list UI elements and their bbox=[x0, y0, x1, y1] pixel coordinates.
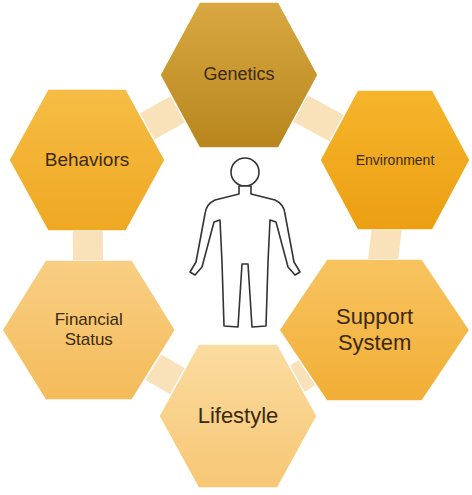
connector-band bbox=[295, 105, 342, 131]
node-label: Financial Status bbox=[41, 310, 137, 351]
node-label: Environment bbox=[356, 152, 435, 169]
hexagon-outline bbox=[279, 259, 470, 401]
hexagon-node: Lifestyle bbox=[159, 344, 317, 488]
hexagon-outline bbox=[2, 260, 176, 400]
hexagon-outline bbox=[9, 89, 165, 231]
hexagon-node: Genetics bbox=[160, 2, 318, 148]
node-label: Behaviors bbox=[45, 149, 130, 172]
hexagon-outline bbox=[159, 344, 317, 488]
figure-head bbox=[231, 158, 259, 186]
hexagon-node: Financial Status bbox=[2, 260, 176, 400]
hexagon-node: Environment bbox=[320, 90, 470, 230]
node-label: Genetics bbox=[203, 64, 274, 86]
connector-band bbox=[141, 106, 183, 130]
hexagon-outline bbox=[320, 90, 470, 230]
hexagon-node: Behaviors bbox=[9, 89, 165, 231]
node-label: Lifestyle bbox=[198, 403, 279, 429]
hexagon-outline bbox=[160, 2, 318, 148]
figure-body bbox=[190, 186, 300, 327]
hexagon-node: Support System bbox=[279, 259, 470, 401]
node-label: Support System bbox=[322, 304, 428, 357]
